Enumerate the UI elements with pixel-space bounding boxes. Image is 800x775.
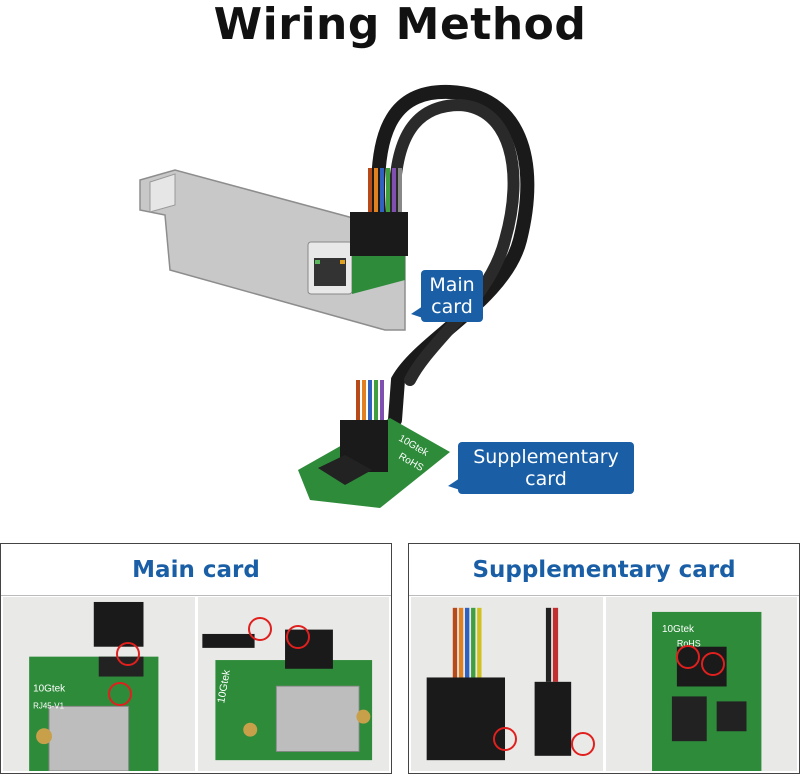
supplementary-card-panel: Supplementary card bbox=[408, 543, 800, 774]
supplementary-card-callout: Supplementary card bbox=[448, 442, 634, 494]
main-card-panel: Main card 10Gtek RJ45-V1 bbox=[0, 543, 392, 774]
page-title: Wiring Method bbox=[213, 0, 587, 50]
main-card-photo-2: 10Gtek bbox=[197, 597, 389, 771]
svg-text:10Gtek: 10Gtek bbox=[33, 683, 65, 694]
marker-circle bbox=[700, 652, 725, 676]
main-card-panel-title: Main card bbox=[1, 544, 391, 596]
svg-text:RJ45-V1: RJ45-V1 bbox=[33, 701, 64, 710]
supplementary-card-panel-title: Supplementary card bbox=[409, 544, 799, 596]
supplementary-photo-1 bbox=[411, 597, 603, 771]
marker-circle bbox=[108, 682, 132, 706]
marker-circle bbox=[493, 727, 517, 751]
cable-2 bbox=[388, 98, 520, 386]
marker-circle bbox=[571, 732, 595, 756]
marker-circle bbox=[247, 617, 272, 641]
wires-bottom bbox=[356, 380, 384, 420]
main-card-photo-1: 10Gtek RJ45-V1 bbox=[3, 597, 195, 771]
wires-top bbox=[368, 168, 402, 214]
marker-circle bbox=[675, 645, 700, 669]
supplementary-photo-2: 10Gtek RoHS bbox=[605, 597, 797, 771]
product-diagram: 10Gtek RoHS bbox=[139, 84, 535, 508]
main-connector bbox=[350, 212, 408, 256]
hero-illustration: 10Gtek RoHS Main card Supplementary card bbox=[0, 52, 800, 532]
svg-text:10Gtek: 10Gtek bbox=[661, 624, 693, 635]
marker-circle bbox=[116, 642, 140, 666]
marker-circle bbox=[285, 625, 310, 649]
svg-text:RoHS: RoHS bbox=[676, 639, 700, 649]
main-card-callout: Main card bbox=[411, 270, 483, 322]
